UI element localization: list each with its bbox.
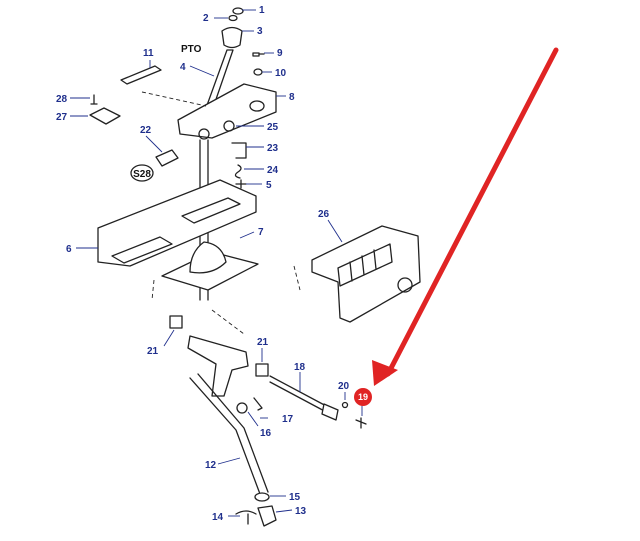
part-21-bushing-a <box>169 315 183 329</box>
part-19-screw <box>355 417 367 429</box>
callout-28[interactable]: 28 <box>56 94 68 105</box>
leader-line <box>217 457 241 465</box>
callout-11[interactable]: 11 <box>143 48 154 59</box>
part-28-screw <box>90 94 98 105</box>
callout-10[interactable]: 10 <box>275 68 287 79</box>
part-26-louver <box>337 243 393 287</box>
callout-3[interactable]: 3 <box>257 26 263 37</box>
callout-2[interactable]: 2 <box>203 13 209 24</box>
callout-6[interactable]: 6 <box>66 244 72 255</box>
leader-line <box>247 411 259 427</box>
part-6-slot-a <box>111 236 173 264</box>
callout-14[interactable]: 14 <box>212 512 224 523</box>
hidden-line <box>141 91 207 107</box>
part-14-clip <box>235 510 257 525</box>
linkage-arm <box>187 335 249 397</box>
part-25-nut <box>223 120 235 132</box>
part-2-washer <box>228 14 238 22</box>
part-8-bracket <box>177 83 277 139</box>
leader-line <box>239 231 255 239</box>
callout-17[interactable]: 17 <box>282 414 294 425</box>
part-12-rod <box>189 373 269 495</box>
part-3-knob <box>221 26 243 49</box>
part-20-washer <box>341 401 349 409</box>
callout-5[interactable]: 5 <box>266 180 272 191</box>
callout-20[interactable]: 20 <box>338 381 350 392</box>
part-17-pin <box>253 397 263 411</box>
highlight-arrow <box>372 47 559 386</box>
callout-1[interactable]: 1 <box>259 5 265 16</box>
part-18-rod-end <box>321 403 339 421</box>
callout-16[interactable]: 16 <box>260 428 272 439</box>
part-11-bar <box>120 65 162 85</box>
leader-line <box>163 329 175 347</box>
leader-line <box>275 509 293 513</box>
hidden-line <box>211 309 245 335</box>
ref-badge-outline <box>130 164 154 182</box>
leader-line <box>189 65 215 77</box>
callout-18[interactable]: 18 <box>294 362 306 373</box>
part-16-nut <box>236 402 248 414</box>
part-23-clip <box>231 142 247 159</box>
part-6-housing <box>97 179 257 267</box>
part-24-spring <box>234 164 242 179</box>
part-15-nut <box>254 492 270 502</box>
ref-badge-label: S28 <box>133 169 151 180</box>
highlight-badge <box>354 388 372 406</box>
part-13-ball-joint <box>257 505 277 527</box>
hidden-line <box>151 279 155 301</box>
callout-27[interactable]: 27 <box>56 112 68 123</box>
callout-22[interactable]: 22 <box>140 125 152 136</box>
callout-24[interactable]: 24 <box>267 165 279 176</box>
callout-19-highlight[interactable]: 19 <box>354 388 372 406</box>
part-6-slot-b <box>181 197 241 224</box>
part-1-oring <box>232 7 244 15</box>
highlight-badge-label: 19 <box>358 392 368 402</box>
callout-21a[interactable]: 21 <box>147 346 159 357</box>
callout-4[interactable]: 4 <box>180 62 186 73</box>
part-21-bushing-b <box>255 363 269 377</box>
hidden-line <box>293 265 301 291</box>
leader-line <box>145 135 163 153</box>
part-26-hole <box>397 277 413 293</box>
callout-26[interactable]: 26 <box>318 209 330 220</box>
callout-7[interactable]: 7 <box>258 227 264 238</box>
callout-12[interactable]: 12 <box>205 460 217 471</box>
callout-23[interactable]: 23 <box>267 143 279 154</box>
part-5-screw <box>235 179 247 189</box>
callout-13[interactable]: 13 <box>295 506 307 517</box>
part-10-nut <box>253 68 263 76</box>
pto-label: PTO <box>181 44 202 55</box>
part-22-switch <box>155 149 179 167</box>
callout-15[interactable]: 15 <box>289 492 301 503</box>
callout-8[interactable]: 8 <box>289 92 295 103</box>
part-8-pivot <box>198 128 210 140</box>
part-8-hole <box>249 100 265 112</box>
part-27-plate <box>89 107 121 125</box>
callout-25[interactable]: 25 <box>267 122 279 133</box>
part-9-bolt <box>252 52 265 57</box>
leader-line <box>327 219 343 243</box>
part-7-boot <box>189 241 227 274</box>
callout-9[interactable]: 9 <box>277 48 283 59</box>
callout-21b[interactable]: 21 <box>257 337 269 348</box>
